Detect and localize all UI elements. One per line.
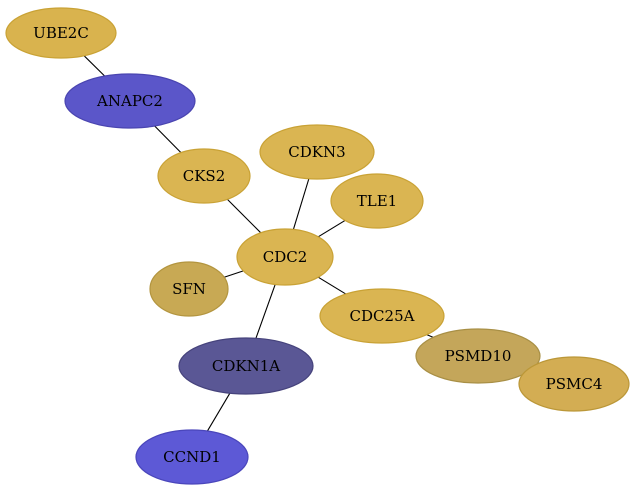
edge-cdc25a-psmd10 <box>426 334 434 338</box>
edge-cdc2-cdkn1a <box>255 284 276 339</box>
node-cks2[interactable]: CKS2 <box>157 148 251 204</box>
node-label-sfn: SFN <box>172 280 206 298</box>
node-shape-cdc25a[interactable] <box>319 288 445 344</box>
node-cdc2[interactable]: CDC2 <box>236 228 334 286</box>
node-shape-ccnd1[interactable] <box>135 429 249 485</box>
edge-anapc2-cks2 <box>154 125 182 154</box>
node-psmd10[interactable]: PSMD10 <box>415 328 541 384</box>
node-label-cdkn1a: CDKN1A <box>212 357 280 375</box>
node-anapc2[interactable]: ANAPC2 <box>64 73 196 129</box>
node-cdc25a[interactable]: CDC25A <box>319 288 445 344</box>
node-label-cks2: CKS2 <box>183 167 226 185</box>
node-label-anapc2: ANAPC2 <box>96 92 163 110</box>
edge-tle1-cdc2 <box>317 219 346 238</box>
node-ube2c[interactable]: UBE2C <box>5 7 117 59</box>
node-shape-tle1[interactable] <box>330 173 424 229</box>
node-tle1[interactable]: TLE1 <box>330 173 424 229</box>
node-label-cdc2: CDC2 <box>263 248 308 266</box>
node-shape-psmd10[interactable] <box>415 328 541 384</box>
edge-sfn-cdc2 <box>223 270 244 278</box>
node-ccnd1[interactable]: CCND1 <box>135 429 249 485</box>
node-label-cdkn3: CDKN3 <box>288 143 345 161</box>
node-shape-cdkn3[interactable] <box>259 124 375 180</box>
node-shape-ube2c[interactable] <box>5 7 117 59</box>
node-cdkn1a[interactable]: CDKN1A <box>178 337 314 395</box>
node-label-ube2c: UBE2C <box>33 24 89 42</box>
node-shape-cks2[interactable] <box>157 148 251 204</box>
edge-cdc2-cdc25a <box>317 276 347 295</box>
node-shape-sfn[interactable] <box>149 261 229 317</box>
edge-cdkn3-cdc2 <box>292 178 310 230</box>
node-shape-cdc2[interactable] <box>236 228 334 286</box>
edge-layer <box>83 55 530 432</box>
node-label-ccnd1: CCND1 <box>163 448 221 466</box>
node-shape-cdkn1a[interactable] <box>178 337 314 395</box>
node-sfn[interactable]: SFN <box>149 261 229 317</box>
node-label-psmd10: PSMD10 <box>445 347 512 365</box>
edge-cks2-cdc2 <box>226 198 262 234</box>
node-cdkn3[interactable]: CDKN3 <box>259 124 375 180</box>
node-shape-anapc2[interactable] <box>64 73 196 129</box>
edge-ube2c-anapc2 <box>83 55 106 77</box>
node-label-cdc25a: CDC25A <box>350 307 415 325</box>
node-shape-psmc4[interactable] <box>518 356 630 412</box>
edge-cdkn1a-ccnd1 <box>206 392 231 432</box>
node-psmc4[interactable]: PSMC4 <box>518 356 630 412</box>
node-label-tle1: TLE1 <box>357 192 397 210</box>
node-label-psmc4: PSMC4 <box>546 375 603 393</box>
